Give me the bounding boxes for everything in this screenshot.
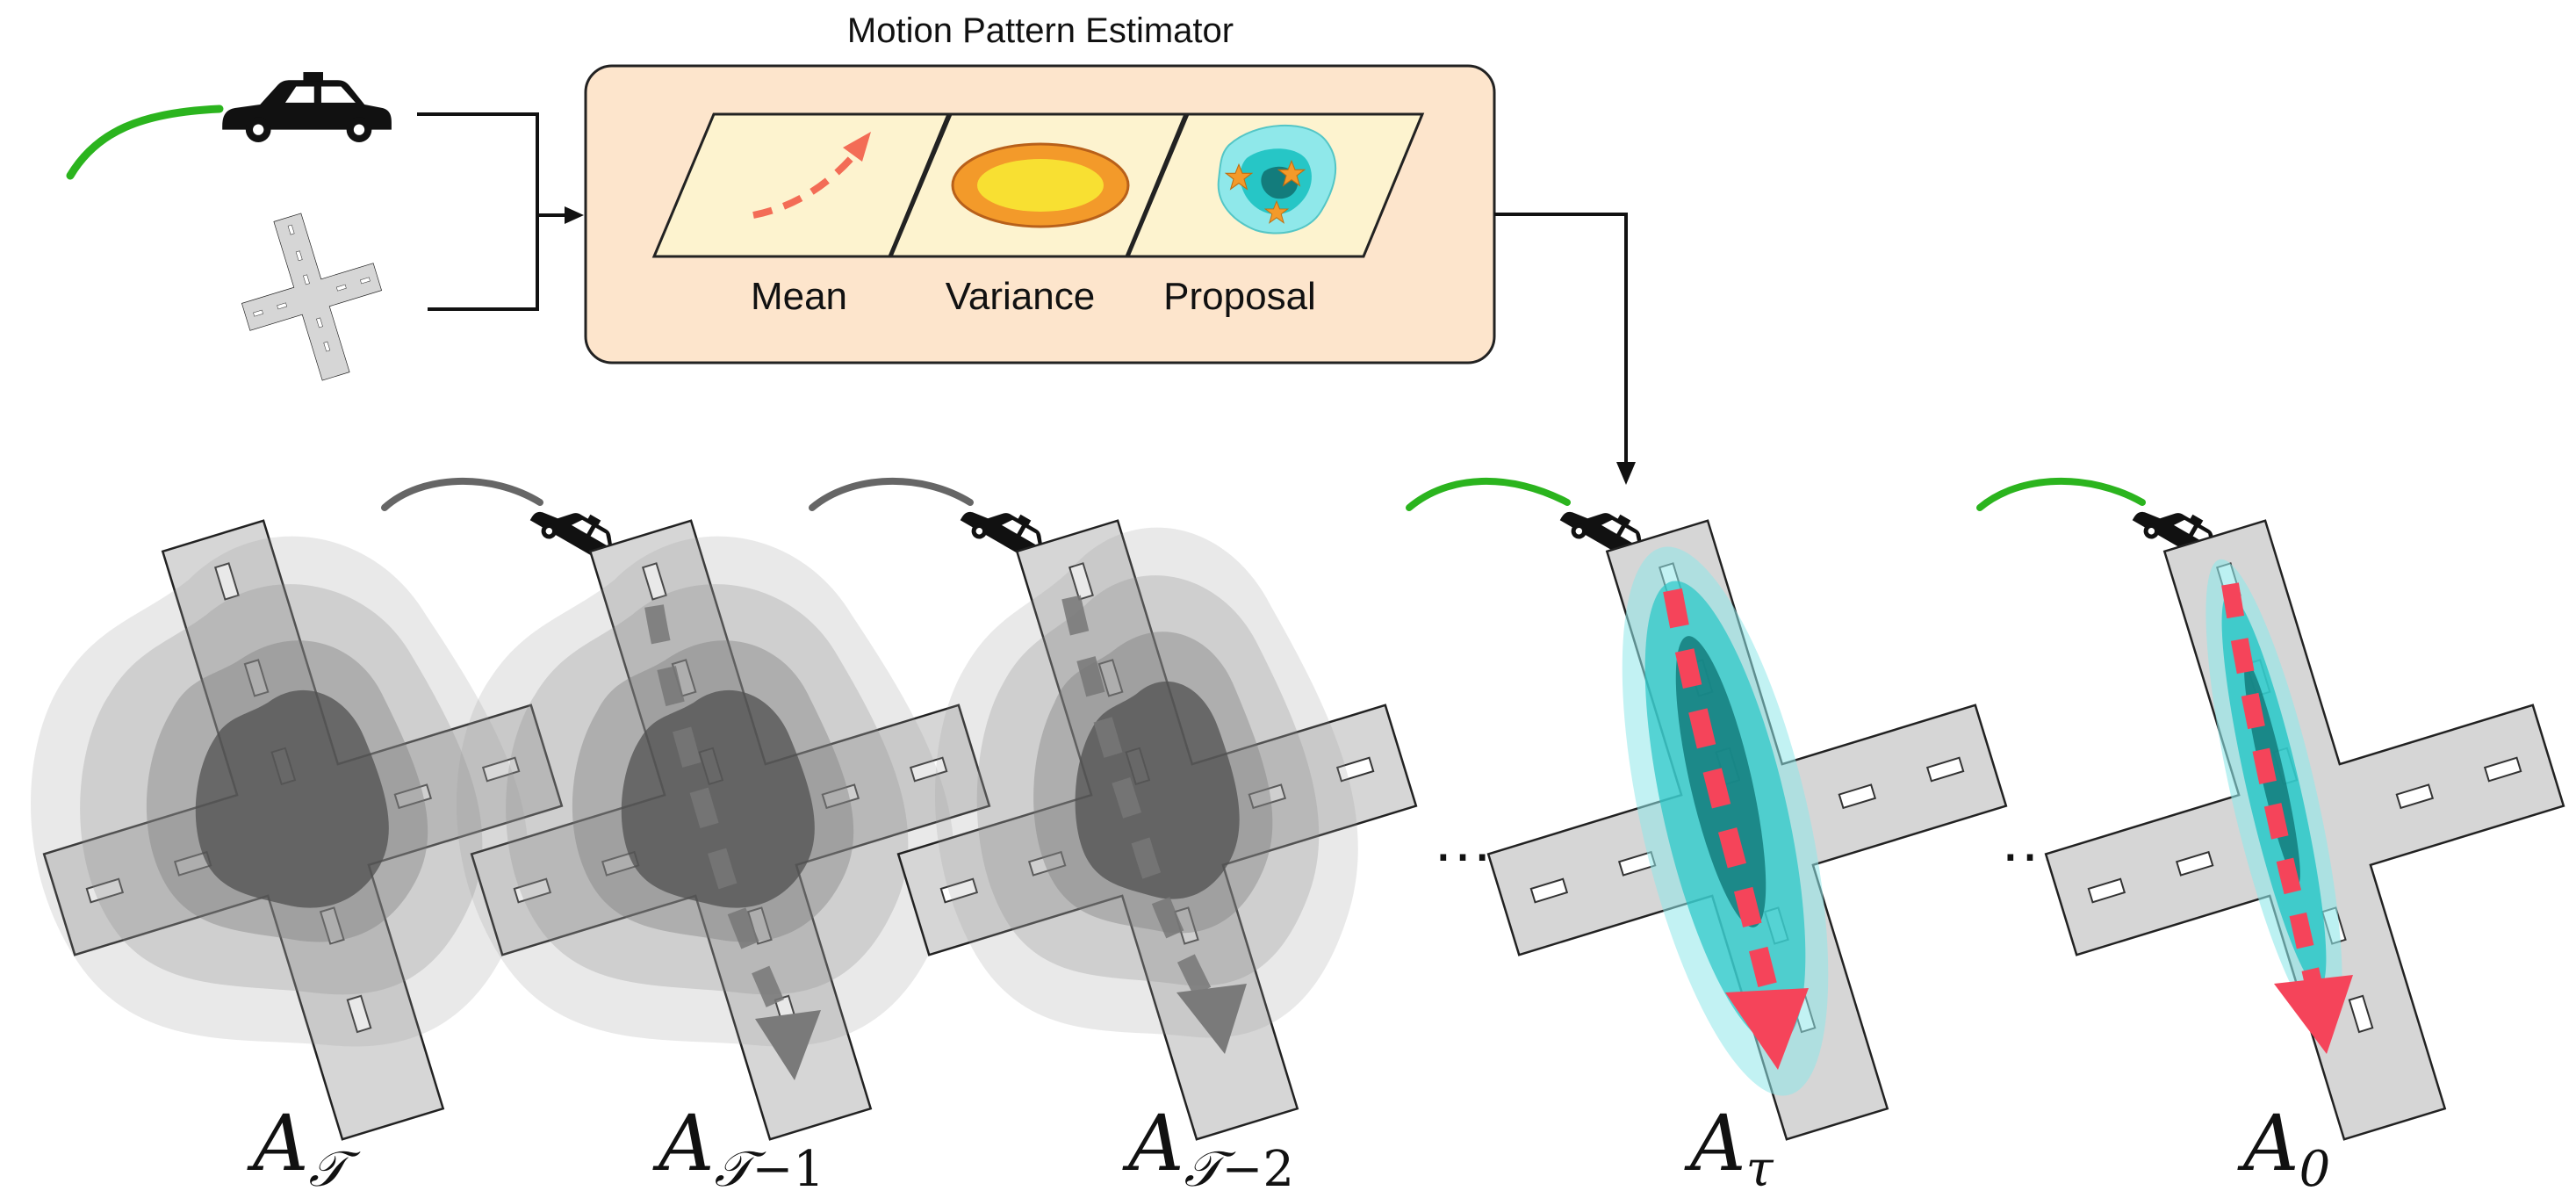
red-dashed-path <box>1663 588 1781 1004</box>
red-dashed-path <box>2221 582 2322 986</box>
svg-text:A0: A0 <box>2237 1098 2330 1198</box>
trajectory-green <box>1406 477 1571 511</box>
arrow-head-icon <box>1616 462 1636 485</box>
gray-dashed-path <box>644 604 791 1023</box>
taxi-car-icon <box>222 72 392 142</box>
step-label-AT: A𝒯 <box>247 1098 361 1198</box>
arrow-head-icon <box>2274 975 2353 1054</box>
step-panel-AT-2 <box>809 460 1492 1198</box>
arrow-head-icon <box>843 132 871 162</box>
input-trajectory <box>66 105 224 180</box>
output-connector <box>1494 213 1628 464</box>
ellipsis: … <box>1432 805 1493 874</box>
step-label-A0: A0 <box>2237 1098 2330 1198</box>
trajectory-green <box>1976 477 2146 511</box>
svg-text:A𝒯: A𝒯 <box>247 1098 361 1198</box>
panel-label-mean: Mean <box>751 275 847 318</box>
arrow-head-icon <box>565 206 584 224</box>
mean-dashed-arrow <box>752 145 864 219</box>
svg-text:A𝒯−1: A𝒯−1 <box>652 1098 824 1198</box>
trajectory-gray <box>809 477 974 511</box>
mean-panel <box>651 112 951 258</box>
step-label-AT-2: A𝒯−2 <box>1122 1098 1294 1198</box>
gray-dashed-path <box>1061 595 1212 997</box>
step-label-AT-1: A𝒯−1 <box>652 1098 824 1198</box>
intersection-map-icon <box>221 197 402 397</box>
variance-panel <box>889 112 1188 258</box>
panel-label-proposal: Proposal <box>1163 275 1316 318</box>
svg-text:A𝒯−2: A𝒯−2 <box>1122 1098 1294 1198</box>
step-label-Atau: Aτ <box>1684 1098 1774 1198</box>
trajectory-gray <box>381 477 543 511</box>
arrow-head-icon <box>755 1010 821 1080</box>
panel-label-variance: Variance <box>946 275 1095 318</box>
proposal-panel <box>1126 112 1425 258</box>
svg-text:Aτ: Aτ <box>1684 1098 1774 1198</box>
step-panel-Atau <box>1406 460 2082 1198</box>
step-panel-AT-1 <box>381 460 1065 1198</box>
variance-ellipse-inner <box>977 159 1104 212</box>
estimator-title: Motion Pattern Estimator <box>847 11 1234 50</box>
arrow-head-icon <box>1725 988 1809 1070</box>
input-connector <box>417 112 569 311</box>
step-panel-A0 <box>1970 460 2576 1198</box>
arrow-head-icon <box>1176 984 1247 1054</box>
